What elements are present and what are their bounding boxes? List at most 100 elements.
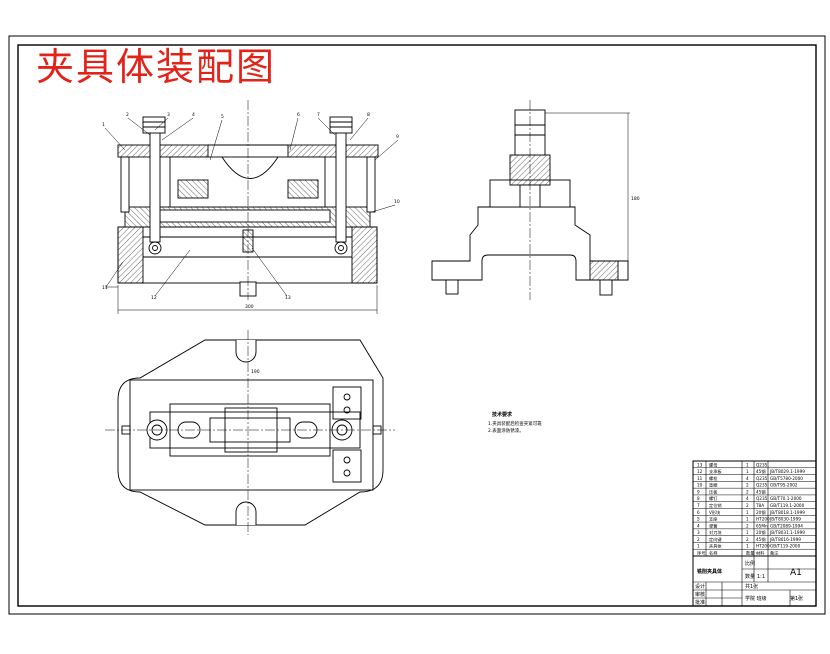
bom-cell-std: GB/T119.1-2000 bbox=[770, 503, 805, 508]
title-block-sheet-count: 共1张 bbox=[745, 583, 758, 590]
bom-cell-no: 7 bbox=[697, 503, 700, 508]
bom-cell-name: 夹具体 bbox=[709, 543, 722, 550]
bom-cell-mat: Q235 bbox=[756, 496, 768, 501]
title-block-design: 设计 bbox=[695, 583, 705, 590]
title-block-qty-label: 数量 bbox=[745, 573, 755, 580]
stud-left bbox=[149, 131, 161, 243]
bom-cell-qty: 1 bbox=[746, 544, 749, 549]
bom-cell-name: 支承板 bbox=[709, 468, 722, 475]
title-block-scale-label: 比例 bbox=[745, 560, 755, 567]
bom-cell-no: 2 bbox=[697, 537, 700, 542]
bom-cell-mat: 45钢 bbox=[756, 468, 766, 475]
plan-outline bbox=[117, 339, 384, 526]
clamp-bar-left bbox=[117, 144, 209, 158]
bom-cell-qty: 4 bbox=[746, 476, 749, 481]
bom-cell-mat: Q235 bbox=[756, 476, 768, 481]
bom-cell-no: 3 bbox=[697, 530, 700, 535]
bom-cell-qty: 4 bbox=[746, 496, 749, 501]
bom-cell-no: 6 bbox=[697, 510, 700, 515]
side-view bbox=[431, 100, 630, 300]
bom-cell-name: 对刀块 bbox=[709, 529, 722, 536]
bom-header-std: 备注 bbox=[770, 550, 779, 557]
bom-cell-qty: 1 bbox=[746, 462, 749, 467]
notes-heading: 技术要求 bbox=[492, 411, 513, 418]
bom-cell-name: 定位销 bbox=[709, 502, 722, 509]
bom-cell-name: 螺栓 bbox=[709, 475, 718, 482]
bom-cell-std: GB/T5780-2000 bbox=[770, 476, 803, 481]
outer-border bbox=[8, 35, 826, 615]
balloon-10: 10 bbox=[394, 199, 400, 205]
bom-header-no: 序号 bbox=[697, 550, 705, 557]
bom-cell-no: 4 bbox=[697, 523, 700, 528]
balloon-8: 8 bbox=[367, 112, 370, 118]
plan-view bbox=[105, 330, 395, 535]
bom-cell-mat: T8A bbox=[755, 503, 764, 508]
balloon-7: 7 bbox=[317, 112, 320, 118]
front-view bbox=[105, 100, 379, 314]
front-leaders bbox=[104, 117, 399, 297]
title-block-scale: 1:1 bbox=[757, 574, 765, 580]
bom-cell-qty: 1 bbox=[746, 530, 749, 535]
balloon-4: 4 bbox=[192, 112, 195, 118]
balloon-11: 11 bbox=[102, 285, 108, 291]
bom-cell-name: 垫圈 bbox=[709, 482, 717, 489]
bom-header-qty: 数量 bbox=[746, 550, 754, 557]
bom-cell-mat: Q235 bbox=[756, 483, 768, 488]
inner-border bbox=[17, 44, 817, 607]
bom-cell-std: JB/T8031.1-1999 bbox=[769, 530, 805, 535]
notes-line-1: 1.夹具装配后检查夹紧可靠 bbox=[488, 420, 542, 427]
bom-cell-name: 压板 bbox=[709, 488, 718, 495]
bom-cell-no: 9 bbox=[697, 489, 700, 494]
side-height-dim: 180 bbox=[631, 196, 640, 202]
bom-cell-qty: 2 bbox=[746, 537, 749, 542]
bom-cell-no: 12 bbox=[697, 469, 703, 474]
bom-cell-std: GB/T70.1-2000 bbox=[770, 496, 802, 501]
bom-cell-no: 5 bbox=[697, 517, 700, 522]
bom-cell-std: GB/T95-2002 bbox=[770, 483, 798, 488]
bom-cell-name: 定向键 bbox=[709, 536, 722, 543]
balloon-3: 3 bbox=[167, 112, 170, 118]
title-block-check: 审核 bbox=[695, 591, 705, 598]
balloon-13: 13 bbox=[285, 295, 291, 301]
bom-cell-mat: Q235 bbox=[756, 462, 768, 467]
bom-cell-std: JB/T8029.1-1999 bbox=[769, 469, 805, 474]
clamp-bar-right bbox=[287, 144, 379, 158]
balloon-1: 1 bbox=[102, 122, 105, 128]
side-base bbox=[431, 206, 629, 281]
bom-cell-mat: HT200 bbox=[756, 544, 770, 549]
front-width-dim: 300 bbox=[245, 304, 254, 310]
title-block-sheet-size: A1 bbox=[790, 568, 802, 578]
title-block-sheet-index: 第1张 bbox=[790, 595, 803, 602]
base-left-wall bbox=[117, 226, 144, 284]
bom-cell-mat: 20钢 bbox=[756, 509, 766, 516]
bom-cell-mat: 45钢 bbox=[756, 536, 766, 543]
bom-cell-no: 13 bbox=[697, 462, 703, 467]
balloon-9: 9 bbox=[396, 134, 399, 140]
bom-cell-name: 支座 bbox=[709, 516, 717, 523]
notes-line-2: 2.表面涂防锈漆。 bbox=[488, 427, 524, 434]
bom-cell-std: GB/T2089-1994 bbox=[770, 523, 803, 528]
stud-right bbox=[335, 131, 347, 243]
balloon-2: 2 bbox=[126, 112, 129, 118]
bom-cell-std: JB/T8030-1999 bbox=[769, 517, 801, 522]
drawing-title: 夹具体装配图 bbox=[36, 45, 277, 89]
bom-cell-name: 螺钉 bbox=[709, 495, 718, 502]
bom-cell-no: 10 bbox=[697, 483, 703, 488]
bom-cell-no: 8 bbox=[697, 496, 700, 501]
bom-cell-no: 1 bbox=[697, 544, 700, 549]
balloon-12: 12 bbox=[151, 295, 157, 301]
title-block-name: 铣削夹具体 bbox=[697, 568, 723, 575]
balloon-6: 6 bbox=[297, 112, 300, 118]
bom-cell-name: V形块 bbox=[709, 509, 721, 516]
bom-cell-qty: 1 bbox=[746, 517, 749, 522]
base-right-wall bbox=[351, 226, 378, 284]
bom-cell-qty: 2 bbox=[746, 503, 749, 508]
bom-cell-std: JB/T8018.1-1999 bbox=[769, 510, 805, 515]
title-block-approve: 批准 bbox=[695, 599, 705, 606]
title-block-school: 学院 班级 bbox=[745, 595, 767, 602]
bom-cell-qty: 1 bbox=[746, 510, 749, 515]
bom-cell-mat: HT200 bbox=[756, 517, 770, 522]
pivot-right bbox=[334, 241, 348, 255]
bom-cell-qty: 2 bbox=[746, 523, 749, 528]
